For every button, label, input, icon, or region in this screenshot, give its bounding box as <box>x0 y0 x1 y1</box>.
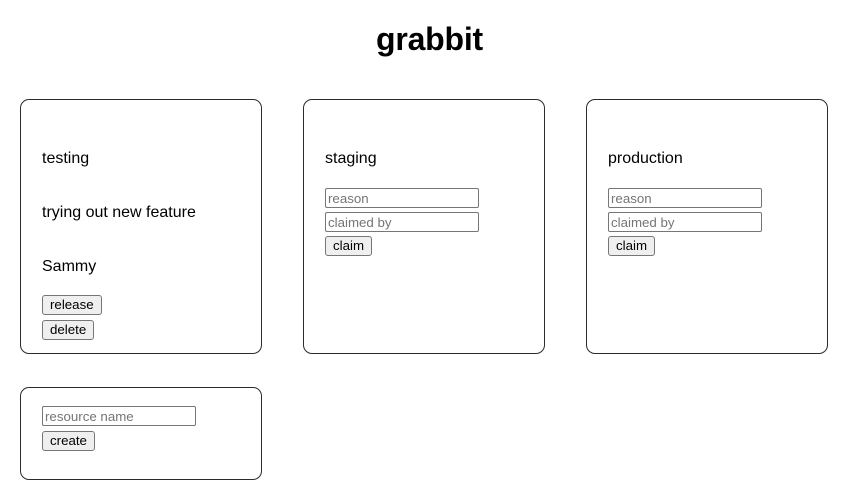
delete-button[interactable]: delete <box>42 320 95 340</box>
claimed-by-input[interactable] <box>325 212 479 232</box>
create-resource-card: create <box>20 387 262 480</box>
resource-name-input[interactable] <box>42 406 196 426</box>
claim-form: claim <box>325 168 523 256</box>
resource-name: testing <box>42 150 90 167</box>
resource-card-production: production claim <box>586 99 828 354</box>
resource-name: staging <box>325 150 377 167</box>
create-button[interactable]: create <box>42 431 95 451</box>
claim-reason: trying out new feature <box>42 204 196 221</box>
resource-card-staging: staging claim <box>303 99 545 354</box>
reason-input[interactable] <box>608 188 762 208</box>
resource-name: production <box>608 150 683 167</box>
resource-row-top: testing trying out new feature Sammy rel… <box>20 99 839 354</box>
page-title: grabbit <box>375 21 484 57</box>
claim-form: claim <box>608 168 806 256</box>
resource-card-testing: testing trying out new feature Sammy rel… <box>20 99 262 354</box>
release-button[interactable]: release <box>42 295 102 315</box>
claimed-by-name: Sammy <box>42 258 97 275</box>
resource-actions: release delete <box>42 276 240 340</box>
resource-board: testing trying out new feature Sammy rel… <box>20 99 839 480</box>
reason-input[interactable] <box>325 188 479 208</box>
resource-row-bottom: create <box>20 387 839 480</box>
claimed-by-input[interactable] <box>608 212 762 232</box>
claim-button[interactable]: claim <box>325 236 373 256</box>
claim-button[interactable]: claim <box>608 236 656 256</box>
